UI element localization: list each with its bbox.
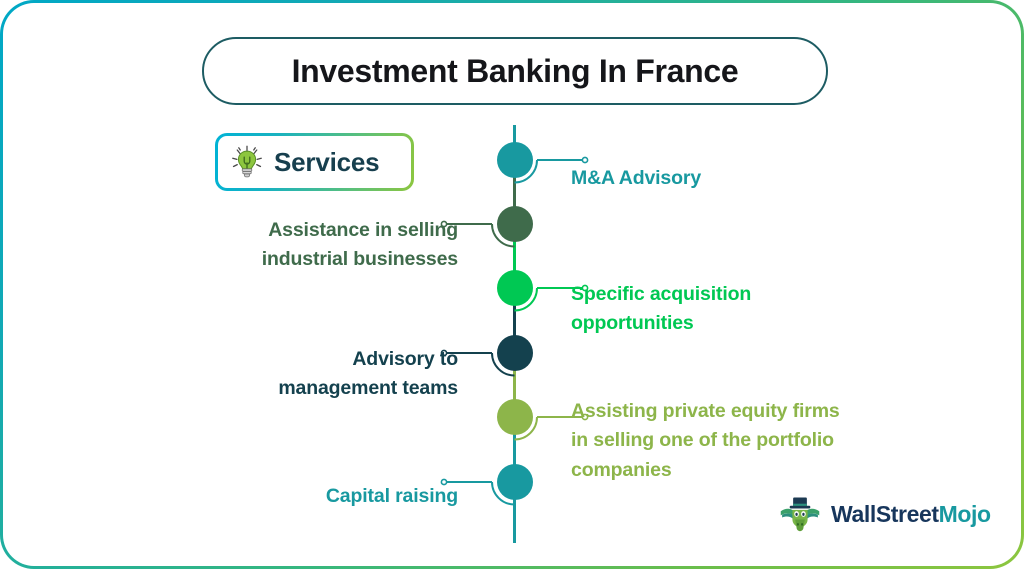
timeline-node-assistance-selling-industrial[interactable] <box>497 206 533 242</box>
bull-with-tophat-icon <box>780 497 820 532</box>
timeline-spine-segment <box>513 224 516 288</box>
timeline-spine-segment <box>513 160 516 224</box>
timeline-node-advisory-management-teams[interactable] <box>497 335 533 371</box>
timeline-label-specific-acquisition: Specific acquisition opportunities <box>571 283 752 335</box>
timeline-node-ma-advisory[interactable] <box>497 142 533 178</box>
timeline-label-assistance-selling-industrial: Assistance in selling industrial busines… <box>261 219 458 271</box>
logo-word-accent: Mojo <box>938 500 991 527</box>
services-badge-label: Services <box>274 146 380 177</box>
timeline-node-assisting-private-equity[interactable] <box>497 399 533 435</box>
logo-wordmark: WallStreetMojo <box>831 501 991 528</box>
timeline-label-ma-advisory: M&A Advisory <box>571 167 702 189</box>
timeline-label-assisting-private-equity: Assisting private equity firms in sellin… <box>571 400 840 481</box>
timeline-node-capital-raising[interactable] <box>497 464 533 500</box>
timeline-spine-segment <box>513 353 516 417</box>
infographic-canvas: Investment Banking In France <box>3 3 1021 566</box>
page-title-pill: Investment Banking In France <box>202 37 828 105</box>
timeline-label-advisory-management-teams: Advisory to management teams <box>278 348 458 400</box>
page-title: Investment Banking In France <box>291 52 739 89</box>
timeline-node-specific-acquisition[interactable] <box>497 270 533 306</box>
timeline-label-capital-raising: Capital raising <box>325 485 458 507</box>
wallstreetmojo-logo: WallStreetMojo <box>778 492 991 536</box>
services-badge: Services <box>215 133 414 191</box>
logo-word-primary: WallStreet <box>831 500 939 527</box>
timeline-connector-endpoint <box>581 156 589 164</box>
services-badge-inner: Services <box>218 136 411 188</box>
timeline-spine-segment <box>513 288 516 353</box>
lightbulb-icon <box>232 145 262 178</box>
